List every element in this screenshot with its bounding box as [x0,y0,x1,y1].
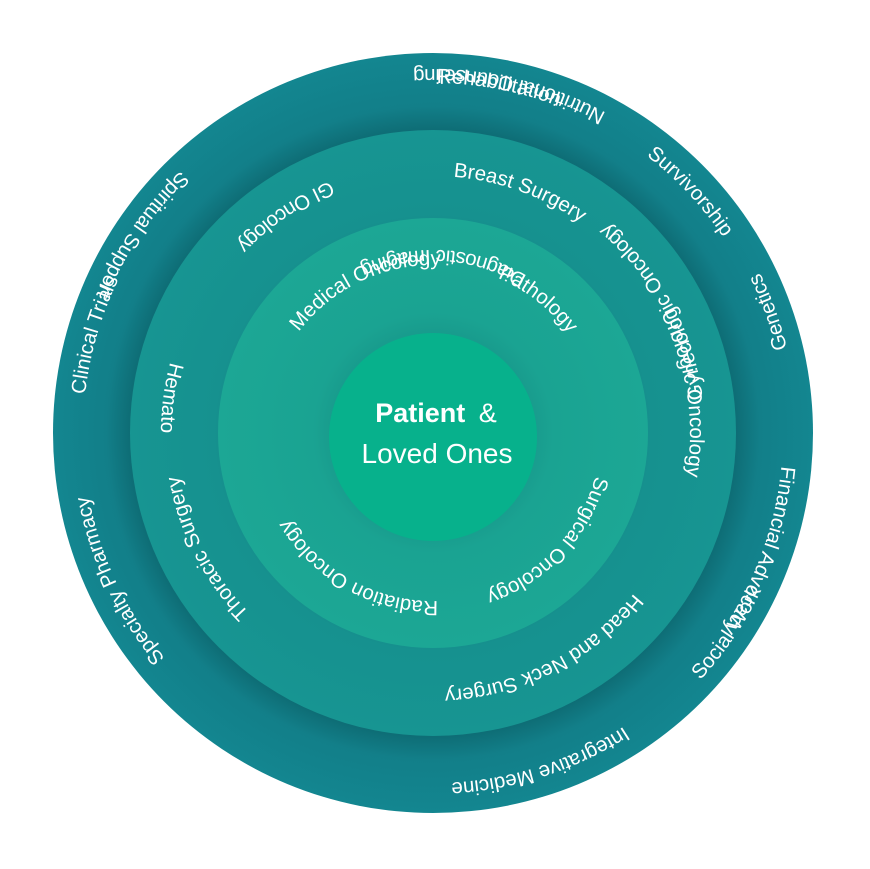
patient-label: Patient [375,398,465,428]
center-circle [329,333,537,541]
loved-ones-label: Loved Ones [362,438,513,469]
center-title: Patient & [375,398,497,428]
ampersand-label: & [479,398,497,428]
